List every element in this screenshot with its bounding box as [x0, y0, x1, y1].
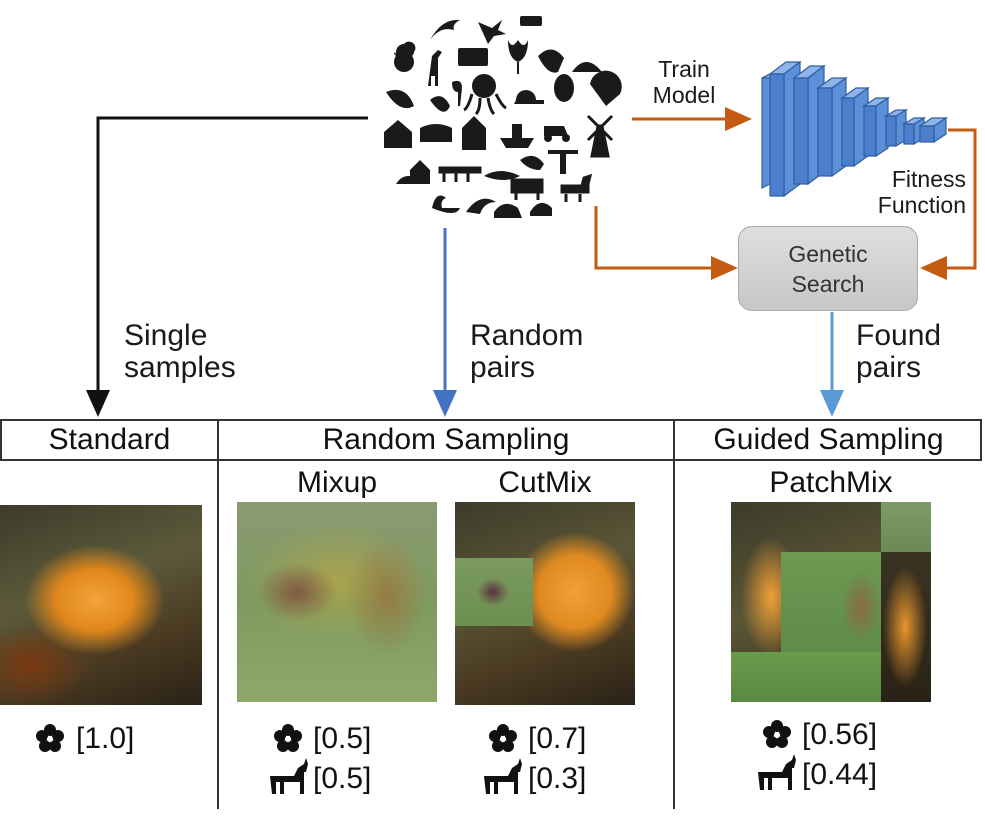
excavator-icon — [520, 16, 542, 26]
patchmix-patch-3 — [731, 652, 881, 702]
tulip-icon — [508, 40, 528, 74]
mixup-image — [237, 502, 437, 702]
dolphin-icon — [466, 198, 496, 214]
standard-image — [0, 505, 202, 705]
swan-icon — [432, 195, 460, 213]
cutmix-flower-weight: [0.7] — [528, 722, 587, 755]
divider-right — [673, 419, 675, 809]
arrow-fitness-to-search — [920, 128, 977, 280]
patchmix-patch-1 — [881, 502, 931, 552]
cow-icon — [510, 178, 544, 200]
mixup-flower-weight: [0.5] — [313, 722, 372, 755]
flower-icon — [36, 724, 64, 752]
section-guided-sampling: Guided Sampling — [713, 423, 944, 456]
genetic-search-box: Genetic Search — [738, 226, 918, 311]
ship-icon — [500, 124, 534, 148]
goat-icon — [484, 758, 522, 794]
random-pairs-label: Random pairs — [470, 319, 584, 384]
patchmix-goat-weight: [0.44] — [802, 758, 878, 791]
otter-icon — [520, 155, 544, 170]
shark-icon — [484, 171, 520, 180]
section-header-row — [0, 419, 982, 461]
bear-icon — [420, 124, 452, 142]
giraffe-icon — [428, 50, 442, 86]
scooter-icon — [544, 126, 568, 136]
pump-jack-icon — [548, 150, 578, 174]
flower-icon — [274, 724, 302, 752]
patchmix-patch-4 — [881, 552, 931, 702]
whale-icon — [430, 19, 460, 40]
frog-icon — [494, 203, 522, 218]
snail-icon — [514, 90, 544, 104]
neural-network-icon — [761, 60, 948, 198]
section-standard: Standard — [48, 423, 171, 456]
method-patchmix: PatchMix — [769, 466, 893, 499]
single-samples-label: Single samples — [124, 319, 236, 384]
found-pairs-label: Found pairs — [856, 319, 942, 384]
truck-icon — [458, 48, 488, 66]
train-model-label: Train Model — [652, 56, 716, 108]
goat-icon — [270, 758, 308, 794]
cutmix-patch — [455, 558, 533, 626]
mixup-goat-weight: [0.5] — [313, 762, 372, 795]
peacock-icon — [590, 70, 622, 106]
dataset-icon-cluster — [384, 16, 622, 218]
patchmix-patch-2 — [781, 552, 881, 652]
cutmix-goat-weight: [0.3] — [528, 762, 587, 795]
haunted-house-icon — [462, 116, 486, 150]
goat-icon — [758, 754, 796, 790]
squirrel-icon — [530, 202, 552, 216]
balloon-icon — [554, 74, 574, 102]
bridge-icon — [438, 166, 482, 182]
flower-icon — [763, 720, 791, 748]
cutmix-image — [455, 502, 635, 705]
house-icon — [384, 120, 412, 148]
patchmix-flower-weight: [0.56] — [802, 718, 878, 751]
flamingo-icon — [452, 80, 462, 106]
bird-icon — [386, 89, 414, 109]
fitness-function-label: Fitness Function — [877, 166, 966, 218]
tree-island-icon — [572, 62, 602, 72]
goat-icon — [560, 173, 593, 202]
section-random-sampling: Random Sampling — [322, 423, 570, 456]
eagle-icon — [538, 49, 564, 73]
octopus-icon — [472, 74, 496, 98]
hummingbird-icon — [478, 20, 506, 44]
avocado-icon — [430, 96, 450, 112]
arrow-dataset-to-search — [594, 206, 738, 280]
flower-icon — [489, 724, 517, 752]
standard-flower-weight: [1.0] — [76, 722, 135, 755]
method-mixup: Mixup — [296, 466, 378, 499]
patchmix-image — [731, 502, 931, 702]
method-cutmix: CutMix — [498, 466, 592, 499]
barn-icon — [410, 160, 430, 184]
arrow-single-samples — [86, 116, 368, 417]
divider-left — [217, 419, 219, 809]
windmill-icon — [586, 114, 614, 158]
